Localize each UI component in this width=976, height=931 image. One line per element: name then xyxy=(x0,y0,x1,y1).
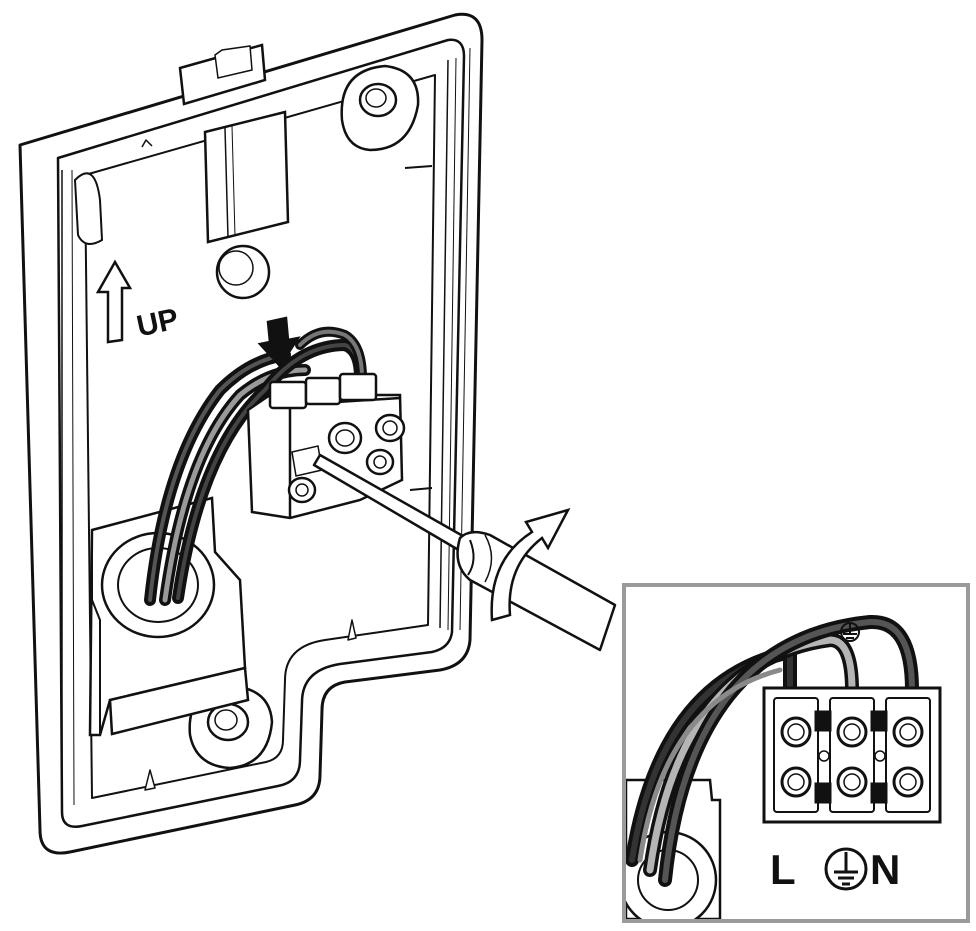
screwdriver-icon xyxy=(312,453,617,652)
top-clip-tab xyxy=(178,43,267,106)
round-boss xyxy=(215,244,271,300)
up-arrow-icon xyxy=(95,259,133,344)
rotation-arrow-icon xyxy=(490,507,571,622)
inset-detail-panel: L N xyxy=(622,583,970,923)
latch-block xyxy=(203,110,290,244)
inset-top-earth-mark xyxy=(840,622,860,642)
side-recess xyxy=(73,172,104,245)
earth-ground-icon xyxy=(824,847,868,891)
push-down-arrow-icon xyxy=(257,316,301,369)
screw-hole-top xyxy=(340,64,420,152)
inset-terminal-block xyxy=(762,686,942,824)
terminal-label-live: L xyxy=(770,846,796,893)
inset-wires xyxy=(626,614,919,887)
terminal-label-neutral: N xyxy=(870,846,900,893)
